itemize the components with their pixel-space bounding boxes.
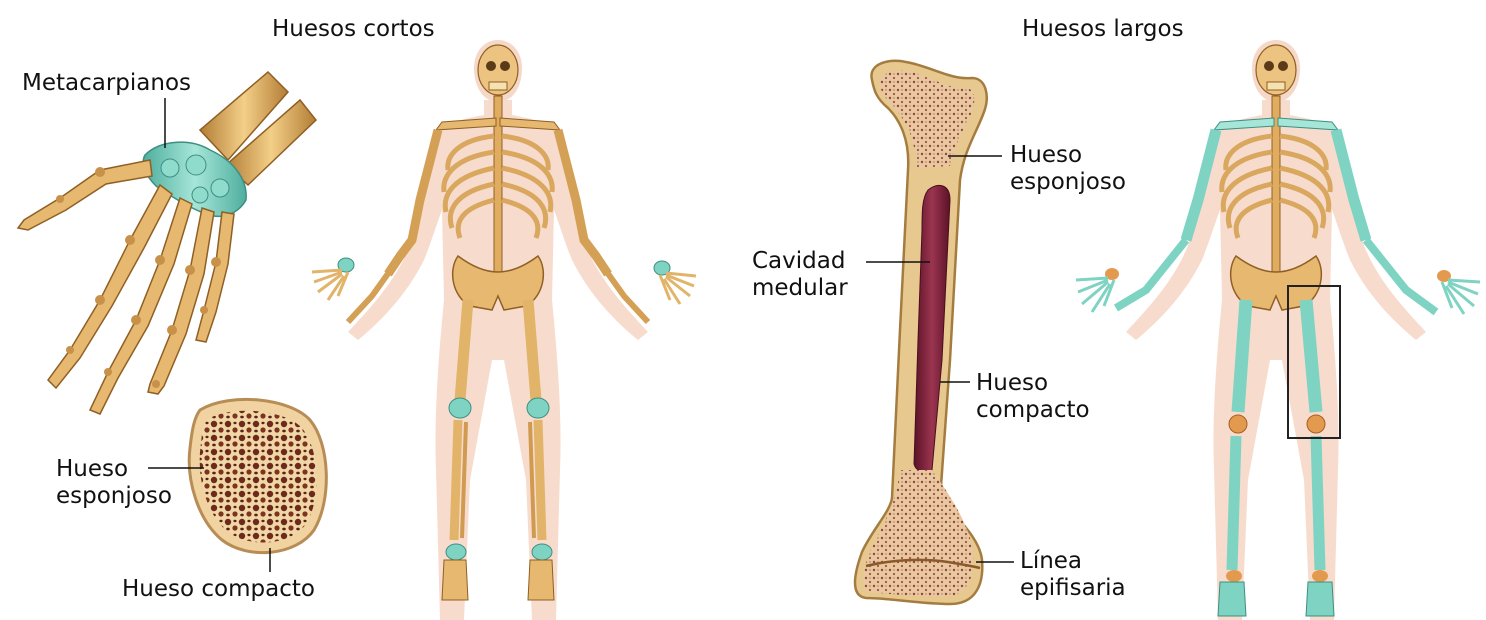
- epiphyseal-line-label: Línea epifisaria: [1020, 548, 1126, 602]
- spongy-bone-label-left: Hueso esponjoso: [56, 456, 172, 510]
- spongy-bone-label-left-line1: Hueso: [56, 456, 172, 483]
- epiphyseal-line-label-line1: Línea: [1020, 548, 1126, 575]
- compact-bone-label-right-line2: compacto: [976, 397, 1090, 424]
- medullary-cavity-label-line2: medular: [752, 275, 848, 302]
- femur-longitudinal-section: [855, 61, 1014, 604]
- skeleton-long-bones: [1076, 40, 1480, 620]
- medullary-cavity-label-line1: Cavidad: [752, 248, 848, 275]
- metacarpals-label: Metacarpianos: [22, 70, 191, 97]
- hand-illustration: [18, 72, 316, 414]
- compact-bone-label-right: Hueso compacto: [976, 370, 1090, 424]
- compact-bone-label-right-line1: Hueso: [976, 370, 1090, 397]
- bone-cross-section: [148, 399, 326, 572]
- short-bones-title: Huesos cortos: [272, 16, 435, 43]
- spongy-bone-label-left-line2: esponjoso: [56, 483, 172, 510]
- epiphyseal-line-label-line2: epifisaria: [1020, 575, 1126, 602]
- skeleton-short-bones: [312, 40, 696, 620]
- spongy-bone-label-right-line2: esponjoso: [1010, 169, 1126, 196]
- compact-bone-label-left: Hueso compacto: [122, 576, 315, 603]
- spongy-bone-label-right-line1: Hueso: [1010, 142, 1126, 169]
- medullary-cavity-label: Cavidad medular: [752, 248, 848, 302]
- spongy-bone-label-right: Hueso esponjoso: [1010, 142, 1126, 196]
- long-bones-title: Huesos largos: [1022, 16, 1184, 43]
